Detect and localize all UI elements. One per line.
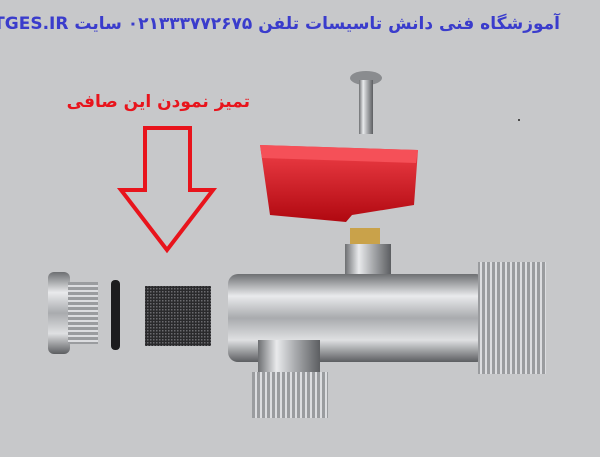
valve-body (228, 244, 546, 418)
brass-stem (350, 228, 380, 246)
cap-nut (48, 272, 98, 354)
mesh-filter (145, 286, 211, 346)
page-title: آموزشگاه فنی دانش تاسیسات تلفن ۰۲۱۳۳۳۷۷۲… (0, 14, 560, 34)
down-arrow-icon (116, 126, 218, 254)
red-handle (260, 145, 418, 222)
pin-screw (350, 71, 382, 134)
o-ring (111, 280, 120, 350)
filter-cleaning-note: تمیز نمودن این صافی (66, 92, 250, 112)
